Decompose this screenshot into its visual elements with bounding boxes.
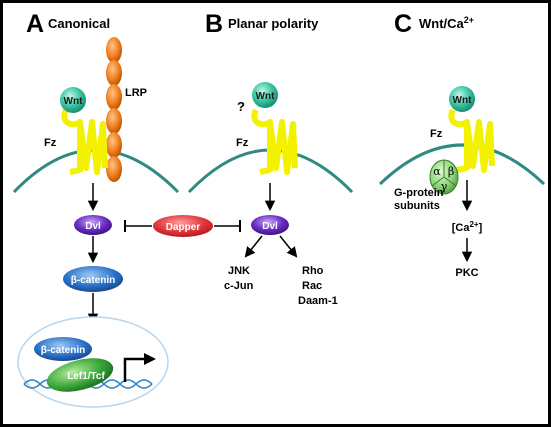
fz-label-b: Fz	[236, 137, 249, 149]
gamma-subunit: γ	[441, 180, 448, 193]
lef1-tcf-label: Lef1/Tcf	[67, 371, 105, 382]
wnt-ball-c	[449, 86, 475, 112]
panel-c-wnt-calcium: C Wnt/Ca2+ Wnt Fz α β γ G-protein subuni…	[378, 10, 546, 279]
dvl-node-b	[251, 215, 289, 235]
cjun-label: c-Jun	[224, 280, 254, 292]
panel-c-letter: C	[394, 10, 412, 38]
lrp-coreceptor	[106, 37, 122, 182]
beta-catenin-label: β-catenin	[71, 275, 115, 286]
lrp-label: LRP	[125, 87, 147, 99]
fz-label-c: Fz	[430, 128, 443, 140]
panel-c-title: Wnt/Ca2+	[419, 15, 474, 31]
dvl-label-a: Dvl	[85, 221, 101, 232]
panel-b-letter: B	[205, 10, 223, 38]
wnt-label-c: Wnt	[453, 95, 473, 106]
wnt-label-b: Wnt	[256, 91, 276, 102]
beta-catenin-nuclear	[34, 337, 92, 361]
pkc-label: PKC	[455, 267, 478, 279]
gprotein-label-line1: G-protein	[394, 187, 444, 199]
frizzled-receptor-c	[448, 108, 495, 173]
gprotein-label-line2: subunits	[394, 200, 440, 212]
membrane-c	[378, 143, 546, 186]
wnt-ball-b	[252, 82, 278, 108]
dvl-node-a	[74, 215, 112, 235]
jnk-label: JNK	[228, 265, 250, 277]
alpha-subunit: α	[433, 165, 441, 178]
arrow-dvl-jnk	[244, 235, 263, 258]
rho-label: Rho	[302, 265, 324, 277]
beta-catenin-nuclear-label: β-catenin	[41, 345, 85, 356]
panel-a-canonical: A Canonical LRP Wnt Fz Dvl β-catenin	[12, 10, 180, 408]
dvl-label-b: Dvl	[262, 221, 278, 232]
dapper-node	[153, 215, 213, 237]
arrow-dvl-rho	[279, 235, 298, 258]
wnt-ball-a	[60, 87, 86, 113]
g-protein-dividers	[431, 160, 457, 187]
calcium-label: [Ca2+]	[452, 220, 483, 234]
transcription-arrowhead	[144, 353, 156, 365]
transcription-arrow	[123, 357, 146, 382]
rac-label: Rac	[302, 280, 322, 292]
frizzled-receptor-b	[251, 108, 298, 175]
fz-label-a: Fz	[44, 137, 57, 149]
panel-a-title: Canonical	[48, 16, 110, 31]
panel-a-letter: A	[26, 10, 44, 38]
dapper-inhibitor: Dapper	[124, 215, 241, 237]
dapper-label: Dapper	[166, 222, 201, 233]
wnt-label-a: Wnt	[64, 96, 84, 107]
frizzled-receptor-a	[61, 108, 108, 175]
panel-b-planar-polarity: B Planar polarity Wnt ? Fz Dvl JNK c-Jun…	[187, 10, 354, 307]
beta-catenin-node	[63, 266, 123, 292]
panel-b-title: Planar polarity	[228, 16, 319, 31]
daam1-label: Daam-1	[298, 295, 338, 307]
question-mark: ?	[237, 99, 245, 114]
lef1-tcf-node	[46, 358, 114, 392]
beta-subunit: β	[448, 165, 454, 178]
